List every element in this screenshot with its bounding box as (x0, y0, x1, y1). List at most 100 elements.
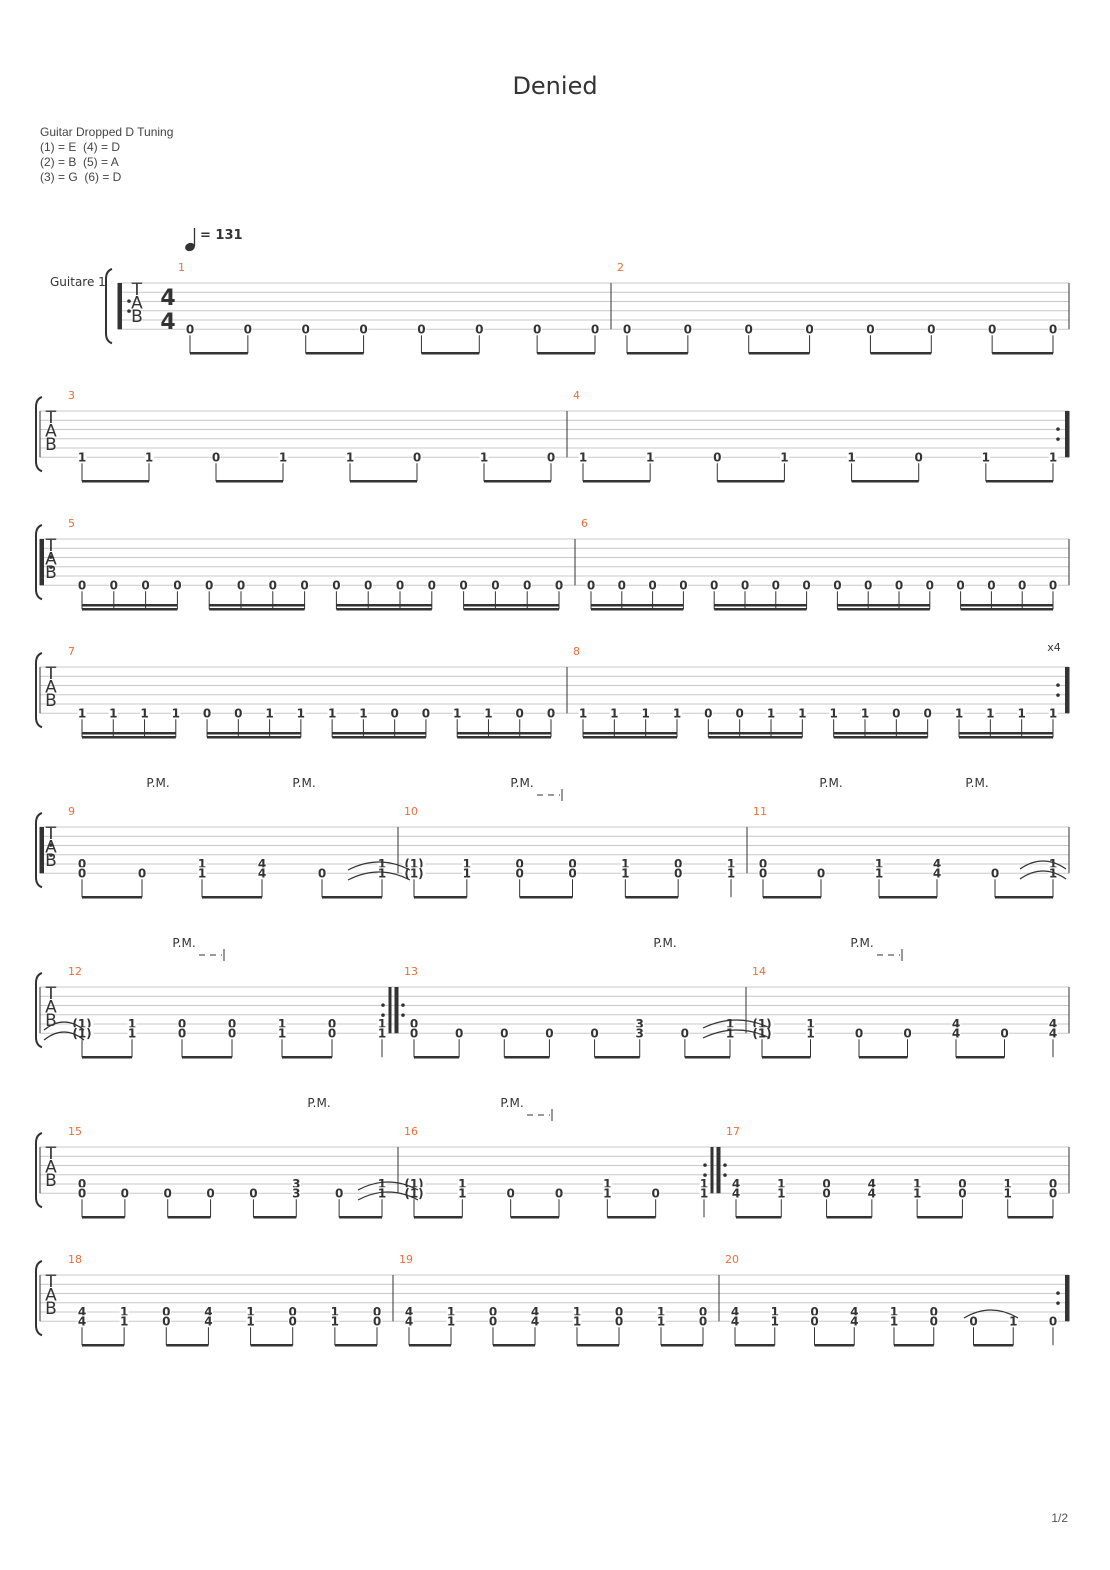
fret-knockout (912, 1178, 922, 1189)
fret-knockout (1048, 858, 1058, 869)
fret-number: 0 (206, 1186, 214, 1200)
fret-knockout (330, 1315, 340, 1327)
fret-number: 0 (651, 1186, 659, 1200)
fret-number: 0 (958, 1177, 966, 1191)
fret-number: 1 (986, 706, 994, 720)
fret-number: 1 (829, 706, 837, 720)
fret-knockout (903, 1027, 912, 1039)
fret-number: 3 (636, 1017, 644, 1031)
fret-number: 0 (459, 578, 467, 592)
fret-number: 1 (78, 706, 86, 720)
repeat-dot (723, 1163, 727, 1167)
fret-number: 0 (318, 866, 326, 880)
fret-number: 1 (198, 857, 206, 871)
fret-knockout (291, 1187, 301, 1199)
measure-number: 4 (573, 389, 580, 402)
fret-knockout (277, 1018, 287, 1029)
measure-number: 14 (752, 965, 766, 978)
repeat-dot (127, 309, 131, 313)
fret-knockout (288, 1306, 298, 1317)
fret-number: 0 (704, 706, 712, 720)
tab-clef-letter: B (45, 1299, 57, 1319)
fret-knockout (479, 451, 489, 463)
repeat-dot (1056, 693, 1060, 697)
repeat-dot (401, 1003, 405, 1007)
fret-knockout (488, 1315, 498, 1327)
fret-knockout (359, 323, 369, 335)
fret-knockout (277, 1027, 287, 1039)
fret-number: 1 (579, 450, 587, 464)
fret-knockout (77, 451, 87, 463)
tab-clef-letter: A (45, 422, 57, 442)
fret-number: 0 (455, 1026, 463, 1040)
fret-number: 1 (1049, 706, 1057, 720)
fret-knockout (409, 1027, 419, 1039)
repeat-dot (127, 299, 131, 303)
fret-number: 4 (1049, 1017, 1057, 1031)
fret-number: 0 (417, 322, 425, 336)
fret-knockout (750, 1027, 774, 1039)
fret-number: 1 (847, 450, 855, 464)
fret-knockout (331, 579, 341, 591)
fret-knockout (459, 579, 469, 591)
fret-number: 0 (822, 1177, 830, 1191)
fret-knockout (770, 1315, 780, 1327)
fret-knockout (731, 1178, 741, 1189)
fret-number: 0 (987, 578, 995, 592)
fret-knockout (620, 867, 630, 879)
fret-knockout (810, 1306, 819, 1317)
repeat-dot (703, 1163, 707, 1167)
fret-knockout (614, 1315, 624, 1327)
fret-knockout (568, 858, 577, 869)
fret-number: 0 (855, 1026, 863, 1040)
fret-knockout (402, 1187, 426, 1199)
fret-number: 1 (378, 1177, 386, 1191)
fret-number: 0 (1049, 1177, 1057, 1191)
fret-number: 1 (246, 1305, 254, 1319)
fret-number: 4 (952, 1026, 960, 1040)
repeat-dot (723, 1173, 727, 1177)
fret-number: 0 (237, 578, 245, 592)
fret-number: 4 (952, 1017, 960, 1031)
fret-knockout (462, 858, 472, 869)
fret-knockout (925, 579, 935, 591)
fret-number: 4 (850, 1305, 858, 1319)
tuning-line: (3) = G (6) = D (40, 170, 122, 184)
fret-number: 1 (463, 857, 471, 871)
fret-knockout (797, 707, 807, 719)
fret-number: 1 (378, 857, 386, 871)
tab-clef-letter: T (45, 408, 57, 428)
fret-number: 0 (1049, 1314, 1057, 1328)
fret-knockout (243, 323, 253, 335)
fret-knockout (698, 1315, 708, 1327)
fret-knockout (506, 1187, 516, 1199)
tie-arc (1019, 870, 1067, 880)
fret-knockout (609, 707, 619, 719)
fret-number: 0 (410, 1026, 418, 1040)
repeat-dot (401, 1013, 405, 1017)
fret-number: 0 (228, 1017, 236, 1031)
fret-knockout (590, 323, 600, 335)
fret-knockout (641, 707, 651, 719)
fret-number: 0 (568, 857, 576, 871)
fret-knockout (956, 579, 966, 591)
fret-knockout (77, 1315, 87, 1327)
time-signature-denominator: 4 (160, 310, 175, 335)
fret-knockout (427, 579, 437, 591)
fret-number: 0 (1049, 578, 1057, 592)
fret-knockout (867, 1178, 877, 1189)
fret-number: 0 (545, 1026, 553, 1040)
fret-knockout (699, 1187, 709, 1199)
system-bracket (35, 972, 43, 1049)
fret-knockout (462, 867, 472, 879)
fret-knockout (77, 579, 87, 591)
fret-knockout (744, 323, 754, 335)
fret-number: 1 (378, 1026, 386, 1040)
fret-knockout (77, 707, 87, 719)
repeat-count: x4 (1047, 641, 1061, 654)
fret-knockout (137, 867, 147, 879)
tab-clef-letter: B (45, 563, 57, 583)
fret-number: 0 (674, 866, 682, 880)
fret-number: 0 (988, 322, 996, 336)
fret-number: 1 (1049, 450, 1057, 464)
